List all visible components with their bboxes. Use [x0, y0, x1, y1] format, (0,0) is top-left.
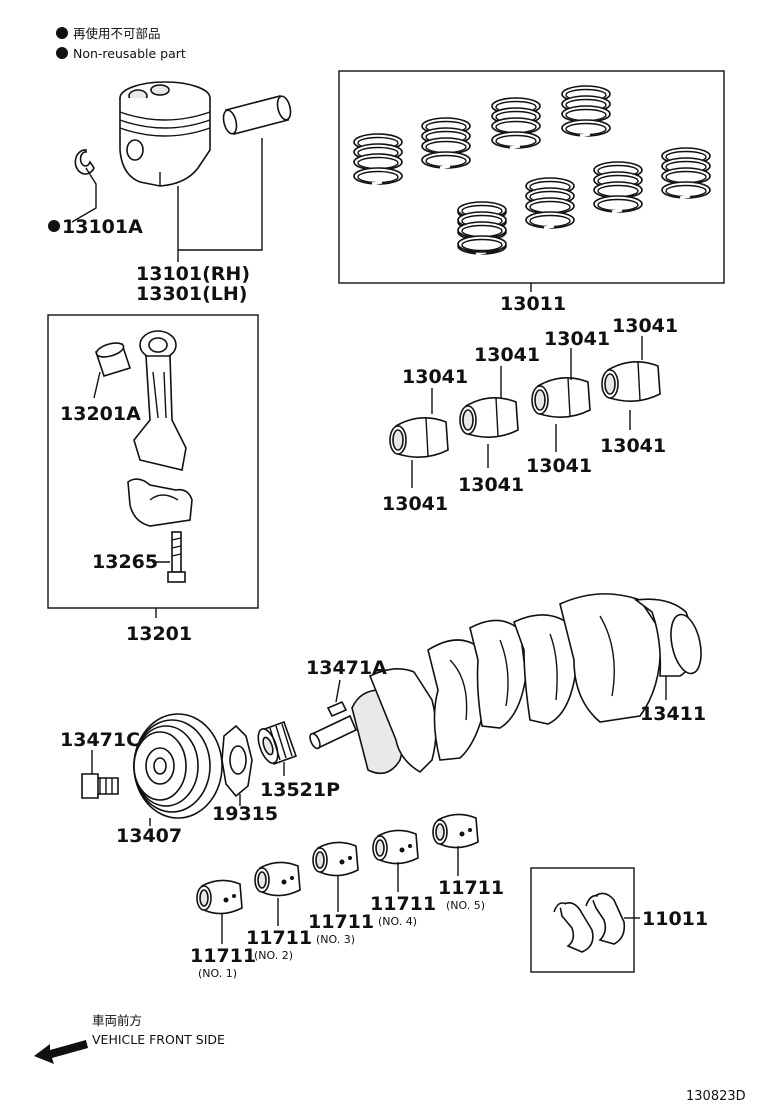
- part-label-13265: 13265: [92, 551, 158, 573]
- part-label-13301-lh: 13301(LH): [136, 283, 247, 305]
- conrod-bearing-shell: [389, 417, 449, 458]
- main-bearing-shell: [254, 861, 301, 897]
- part-label-13041: 13041: [544, 328, 610, 350]
- main-bearing-shells: [196, 813, 479, 915]
- crankshaft-drawing: [309, 593, 702, 775]
- piston-drawing: [119, 81, 211, 187]
- part-label-11011: 11011: [642, 908, 708, 930]
- main-bearing-shell: [196, 879, 243, 915]
- direction-en: VEHICLE FRONT SIDE: [92, 1032, 225, 1047]
- timing-sprocket-plate-drawing: [221, 724, 253, 798]
- piston-ring-stack: [457, 201, 507, 253]
- piston-ring-stack: [561, 85, 611, 138]
- piston-ring-stack: [491, 97, 541, 150]
- thrust-washer-drawing: [553, 892, 626, 953]
- non-reusable-bullet-icon: [48, 220, 60, 232]
- conrod-frame: [47, 314, 259, 609]
- legend-en: Non-reusable part: [73, 46, 186, 61]
- thrust-washer-frame: [530, 867, 635, 973]
- main-bearing-position-5: (NO. 5): [446, 899, 485, 912]
- part-label-13011: 13011: [500, 293, 566, 315]
- main-bearing-position-3: (NO. 3): [316, 933, 355, 946]
- main-bearing-label: 11711: [308, 911, 374, 933]
- piston-ring-stack: [525, 177, 575, 230]
- main-bearing-position-4: (NO. 4): [378, 915, 417, 928]
- non-reusable-bullet-icon: [56, 27, 68, 39]
- front-direction-arrow-icon: [34, 1040, 88, 1064]
- main-bearing-label: 11711: [370, 893, 436, 915]
- pulley-bolt-drawing: [81, 773, 119, 799]
- non-reusable-bullet-icon: [56, 47, 68, 59]
- part-label-13041: 13041: [458, 474, 524, 496]
- part-label-13041: 13041: [402, 366, 468, 388]
- part-label-13041: 13041: [382, 493, 448, 515]
- main-bearing-label: 11711: [438, 877, 504, 899]
- part-label-13201a: 13201A: [60, 403, 141, 425]
- part-label-13101-rh: 13101(RH): [136, 263, 250, 285]
- part-label-13407: 13407: [116, 825, 182, 847]
- part-label-13041: 13041: [600, 435, 666, 457]
- piston-ring-stack: [661, 147, 711, 200]
- part-label-13201: 13201: [126, 623, 192, 645]
- conrod-bolt-drawing: [167, 531, 186, 583]
- legend-jp: 再使用不可部品: [73, 26, 161, 41]
- diagram-reference: 130823D: [686, 1089, 746, 1104]
- piston-ring-sets: [353, 85, 711, 256]
- part-label-13041: 13041: [526, 455, 592, 477]
- conrod-bearing-shell: [531, 377, 591, 418]
- conrod-bushing-drawing: [94, 342, 132, 377]
- part-label-13041: 13041: [474, 344, 540, 366]
- connecting-rod-drawing: [127, 330, 193, 527]
- piston-ring-stack: [421, 117, 471, 170]
- main-bearing-shell: [432, 813, 479, 849]
- main-bearing-shell: [372, 829, 419, 865]
- part-label-19315: 19315: [212, 803, 278, 825]
- main-bearing-position-2: (NO. 2): [254, 949, 293, 962]
- direction-jp: 車両前方: [92, 1013, 142, 1028]
- piston-ring-stack: [593, 161, 643, 214]
- part-label-13471c: 13471C: [60, 729, 140, 751]
- conrod-bearing-shell: [601, 361, 661, 402]
- main-bearing-shell: [312, 841, 359, 877]
- part-label-13411: 13411: [640, 703, 706, 725]
- main-bearing-label: 11711: [246, 927, 312, 949]
- main-bearing-label: 11711: [190, 945, 256, 967]
- crank-key-drawing: [326, 700, 348, 718]
- conrod-bearing-shells: [389, 361, 661, 458]
- piston-ring-stack: [353, 133, 403, 186]
- snap-ring-drawing: [74, 149, 95, 175]
- conrod-bearing-shell: [459, 397, 519, 438]
- crank-timing-gear-drawing: [257, 720, 298, 766]
- part-label-13101a: 13101A: [62, 216, 143, 238]
- part-label-13471a: 13471A: [306, 657, 387, 679]
- main-bearing-position-1: (NO. 1): [198, 967, 237, 980]
- crank-pulley-drawing: [133, 713, 223, 819]
- piston-pin-drawing: [222, 95, 292, 135]
- part-label-13521p: 13521P: [260, 779, 340, 801]
- part-label-13041: 13041: [612, 315, 678, 337]
